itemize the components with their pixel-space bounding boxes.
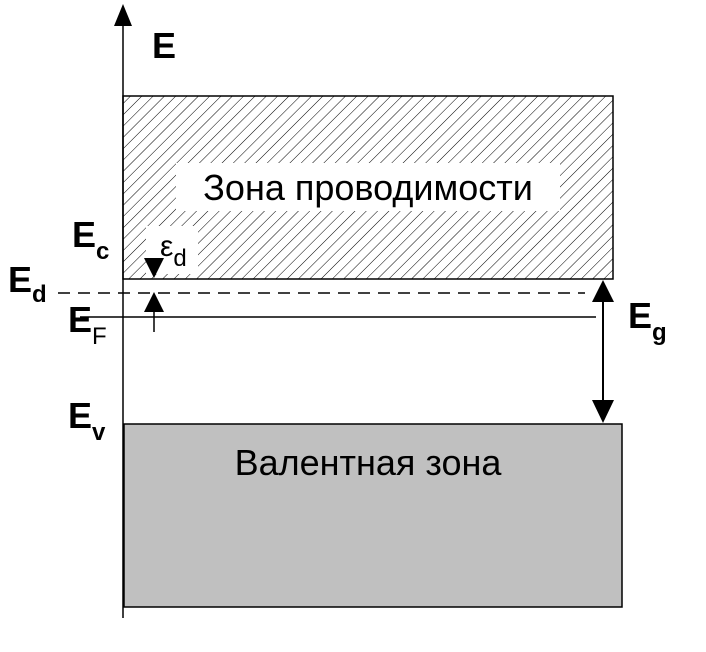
ev-label: Ev	[68, 395, 106, 446]
conduction-band-label-bg	[176, 163, 560, 211]
ed-sub: d	[32, 281, 47, 308]
conduction-band-label: Зона проводимости	[203, 167, 533, 208]
ed-label: Ed	[8, 259, 47, 308]
ed-main: E	[8, 259, 32, 300]
ev-main: E	[68, 395, 92, 436]
ef-main: E	[68, 299, 92, 340]
ev-sub: v	[92, 419, 106, 446]
energy-axis-arrowhead	[114, 4, 132, 26]
band-gap-arrow-down	[592, 400, 614, 423]
ef-label: EF	[68, 299, 107, 350]
eg-sub: g	[652, 319, 667, 346]
epsilon-d-sub: d	[173, 245, 186, 272]
energy-axis-label: E	[152, 25, 176, 66]
band-gap-arrow-up	[592, 280, 614, 302]
ec-main: E	[72, 214, 96, 255]
valence-band-label: Валентная зона	[235, 442, 503, 483]
eg-main: E	[628, 295, 652, 336]
ec-sub: c	[96, 238, 109, 265]
ec-label: Ec	[72, 214, 109, 265]
epsilon-d-arrow-up	[144, 292, 164, 312]
epsilon-d-arrow-down	[144, 258, 164, 278]
epsilon-d-main: ε	[160, 230, 173, 263]
epsilon-d-label: εd	[160, 230, 187, 272]
eg-label: Eg	[628, 295, 667, 346]
valence-band	[123, 423, 623, 608]
ef-sub: F	[92, 323, 107, 350]
